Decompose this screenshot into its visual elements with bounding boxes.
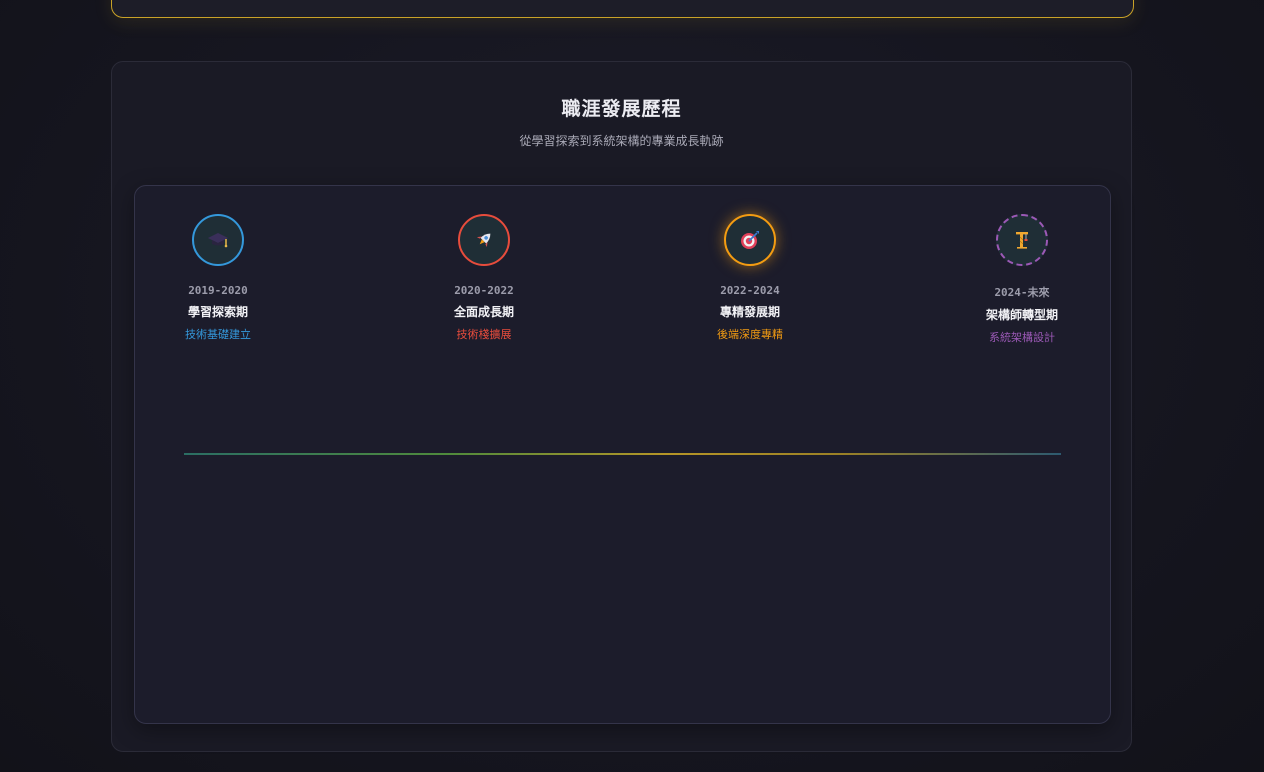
timeline-line — [184, 453, 1061, 455]
timeline-stage-architect[interactable]: 2024-未來 架構師轉型期 系統架構設計 — [942, 214, 1102, 345]
rocket-icon — [458, 214, 510, 266]
stage-description: 技術棧擴展 — [456, 328, 512, 341]
stage-title: 專精發展期 — [719, 305, 780, 319]
stage-years: 2020-2022 — [454, 284, 514, 297]
timeline-stage-specialization[interactable]: 2022-2024 專精發展期 後端深度專精 — [670, 214, 830, 342]
timeline-stage-growth[interactable]: 2020-2022 全面成長期 技術棧擴展 — [404, 214, 564, 342]
timeline-panel: 2019-2020 學習探索期 技術基礎建立 2020-2022 全面成長期 技 — [134, 185, 1111, 724]
stage-description: 系統架構設計 — [989, 331, 1055, 344]
stage-title: 架構師轉型期 — [985, 308, 1058, 322]
section-subtitle: 從學習探索到系統架構的專業成長軌跡 — [519, 134, 724, 148]
section-title: 職涯發展歷程 — [561, 98, 682, 120]
stage-title: 全面成長期 — [453, 305, 514, 319]
previous-section-card — [111, 0, 1134, 18]
crane-icon — [996, 214, 1048, 266]
stage-title: 學習探索期 — [187, 305, 248, 319]
stage-years: 2019-2020 — [188, 284, 248, 297]
stage-years: 2024-未來 — [994, 286, 1050, 299]
stage-description: 後端深度專精 — [717, 328, 783, 341]
stage-years: 2022-2024 — [720, 284, 780, 297]
timeline-stage-learning[interactable]: 2019-2020 學習探索期 技術基礎建立 — [138, 214, 298, 342]
target-icon — [724, 214, 776, 266]
career-timeline-section: 職涯發展歷程 從學習探索到系統架構的專業成長軌跡 2019-2020 學習探索期… — [111, 61, 1132, 752]
stage-description: 技術基礎建立 — [185, 328, 251, 341]
graduation-cap-icon — [192, 214, 244, 266]
